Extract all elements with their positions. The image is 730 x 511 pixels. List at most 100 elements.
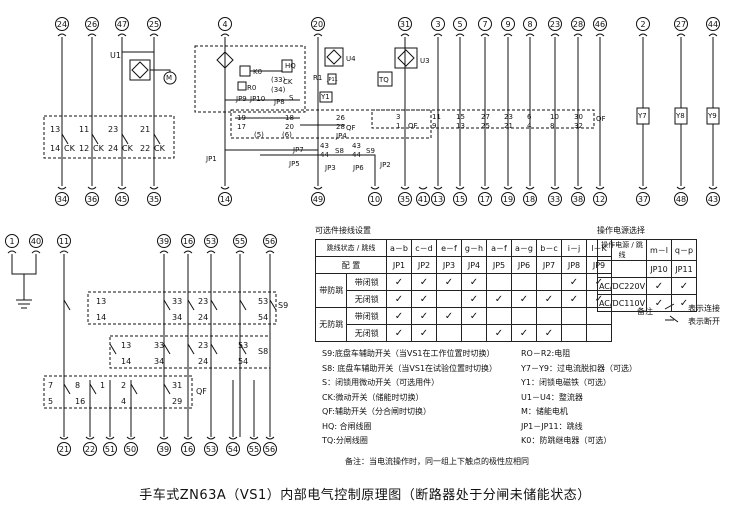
svg-text:2: 2 xyxy=(640,20,645,29)
s8-contact-b53: 53 xyxy=(238,341,249,350)
qf-right-contact-r21: 21 xyxy=(504,122,513,130)
terminal-bottom-37-17: 37 xyxy=(636,186,650,206)
s-switch-label: S xyxy=(289,94,294,102)
config-mark: ✓ xyxy=(436,307,462,325)
config-row-group: 带防跳 xyxy=(314,273,348,308)
terminal-top-9: 9 xyxy=(501,17,515,37)
svg-text:39: 39 xyxy=(159,445,169,454)
terminal-bl-bottom-54-7: 54 xyxy=(226,436,240,456)
svg-text:20: 20 xyxy=(313,20,323,29)
terminal-top-5: 5 xyxy=(453,17,467,37)
config-jumper-header: JP1 xyxy=(386,256,412,274)
ck-contact-c11: 11 xyxy=(79,125,90,134)
terminal-bottom-48-18: 48 xyxy=(674,186,688,206)
jumper-jp4-label: JP4 xyxy=(336,132,347,140)
svg-text:11: 11 xyxy=(59,237,69,246)
ck-contact-c13: 13 xyxy=(50,125,61,134)
config-mark: ✓ xyxy=(411,290,437,308)
qf-contact-q5: (5) xyxy=(254,131,264,139)
terminal-bl-bottom-39-4: 39 xyxy=(157,436,171,456)
config-mark xyxy=(486,307,512,325)
config-row-label: 无闭锁 xyxy=(346,324,387,342)
ck-contact-ck1: CK xyxy=(64,144,75,153)
qf-right-contact-r13: 13 xyxy=(456,122,465,130)
svg-text:8: 8 xyxy=(527,20,532,29)
terminal-bottom-43-19: 43 xyxy=(706,186,720,206)
qf-right-contact-r11: 11 xyxy=(432,113,441,121)
power-mark: ✓ xyxy=(671,277,697,295)
terminal-bl-bottom-21-0: 21 xyxy=(57,436,71,456)
terminal-top-27: 27 xyxy=(674,17,688,37)
config-group-header: a－f xyxy=(486,239,512,257)
config-mark xyxy=(586,324,612,342)
contact-34-label: (34) xyxy=(271,86,286,94)
config-group-header: g－h xyxy=(461,239,487,257)
terminal-bottom-14-4: 14 xyxy=(218,186,232,206)
s9-contact-a54: 54 xyxy=(258,313,269,322)
terminal-top-4: 4 xyxy=(218,17,232,37)
svg-text:45: 45 xyxy=(117,195,127,204)
config-mark: ✓ xyxy=(561,290,587,308)
qf-right-contact-r4: 4 xyxy=(527,122,532,130)
config-mark xyxy=(536,273,562,291)
config-row: 无防跳带闭锁✓✓✓✓ xyxy=(314,307,612,342)
power-jumper-header: JP10 xyxy=(646,260,672,278)
motor-label: M xyxy=(166,74,173,82)
terminal-bottom-10-6: 10 xyxy=(368,186,382,206)
config-row: 带防跳带闭锁✓✓✓✓✓✓ xyxy=(314,273,612,308)
qf-right-contact-r30: 30 xyxy=(574,113,583,121)
config-jumper-header: JP3 xyxy=(436,256,462,274)
svg-text:38: 38 xyxy=(573,195,583,204)
jumper-jp7-label: JP7 xyxy=(293,146,304,154)
legend-left-item: QF:辅助开关（分合闸时切换） xyxy=(322,407,431,416)
qf-bottom-label: QF xyxy=(196,387,207,396)
config-group-header: c－d xyxy=(411,239,437,257)
config-mark xyxy=(511,307,537,325)
terminal-bl-top-40-1: 40 xyxy=(29,234,43,254)
qf-right-contact-r9: 9 xyxy=(432,122,437,130)
terminal-top-3: 3 xyxy=(431,17,445,37)
legend-left-item: S9:底盘车辅助开关（当VS1在工作位置时切换） xyxy=(322,349,495,358)
config-mark xyxy=(536,307,562,325)
svg-text:54: 54 xyxy=(228,445,238,454)
legend-right-item: JP1－JP11：跳线 xyxy=(521,421,583,431)
coil-label-y9: Y9 xyxy=(708,112,717,120)
config-mark: ✓ xyxy=(511,324,537,342)
legend-right-item: Y1：闭锁电磁铁（可选） xyxy=(521,378,611,387)
terminal-bottom-45-2: 45 xyxy=(115,186,129,206)
terminal-top-47: 47 xyxy=(115,17,129,37)
power-group-header: q－p xyxy=(671,239,697,261)
svg-text:31: 31 xyxy=(400,20,410,29)
legend-right-item: RO－R2:电阻 xyxy=(521,349,571,358)
config-row-label: 无闭锁 xyxy=(346,290,387,308)
config-mark: ✓ xyxy=(411,324,437,342)
svg-text:9: 9 xyxy=(505,20,510,29)
qf-contact-q20: 20 xyxy=(285,123,294,131)
component-symbols xyxy=(43,45,720,409)
qf-contact-q26: 26 xyxy=(336,114,345,122)
config-mark: ✓ xyxy=(461,290,487,308)
qf-bottom-contact-c1: 1 xyxy=(100,381,106,390)
config-jumper-header: JP2 xyxy=(411,256,437,274)
ck-contact-c12: 12 xyxy=(79,144,90,153)
config-mark xyxy=(561,307,587,325)
terminal-bottom-12-16: 12 xyxy=(593,186,607,206)
config-mark: ✓ xyxy=(536,290,562,308)
terminal-bl-bottom-56-9: 56 xyxy=(263,436,277,456)
svg-text:4: 4 xyxy=(222,20,227,29)
terminal-bottom-35-7: 35 xyxy=(398,186,412,206)
svg-text:40: 40 xyxy=(31,237,41,246)
terminal-top-8: 8 xyxy=(523,17,537,37)
jumper-jp1-label: JP1 xyxy=(206,155,217,163)
config-jumper-header: JP7 xyxy=(536,256,562,274)
terminal-bottom-17-11: 17 xyxy=(478,186,492,206)
svg-text:16: 16 xyxy=(183,445,193,454)
terminal-top-24: 24 xyxy=(55,17,69,37)
contact-43b: 43 xyxy=(352,142,361,150)
legend-left-item: CK:微动开关（储能时切换） xyxy=(322,392,424,402)
terminal-bl-top-55-6: 55 xyxy=(233,234,247,254)
svg-text:55: 55 xyxy=(249,445,259,454)
power-group-header: m－l xyxy=(646,239,672,261)
rectifier-u1-label: U1 xyxy=(110,51,121,60)
